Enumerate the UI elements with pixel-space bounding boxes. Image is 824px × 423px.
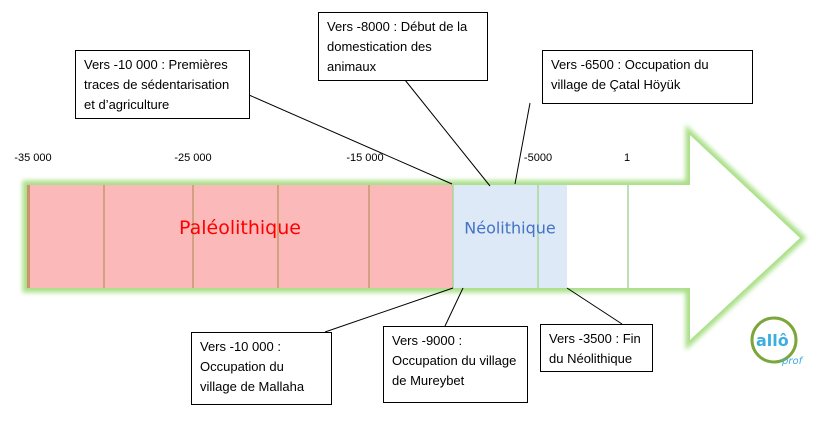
event-box: Vers -9000 : Occupation du village de Mu…: [383, 326, 528, 403]
connector-lines: [248, 79, 623, 333]
tick-label: -25 000: [174, 152, 212, 164]
event-box: Vers -8000 : Début de la domestication d…: [318, 12, 488, 81]
paleolithic-band: [27, 185, 453, 288]
svg-text:prof: prof: [781, 356, 804, 367]
tick-label: 1: [623, 152, 631, 164]
tick-label: -5000: [523, 152, 553, 164]
event-box: Vers -6500 : Occupation du village de Ça…: [542, 50, 753, 104]
tick-label: -15 000: [346, 152, 384, 164]
event-box: Vers -10 000 : Occupation du village de …: [191, 332, 332, 405]
era-label-paleolithic: Paléolithique: [179, 217, 301, 239]
tick-label: -35 000: [14, 152, 52, 164]
event-box: Vers -10 000 : Premières traces de séden…: [75, 50, 250, 119]
neolithic-band: [453, 185, 567, 288]
event-box: Vers -3500 : Fin du Néolithique: [540, 324, 653, 372]
svg-text:allô: allô: [756, 331, 789, 350]
allo-prof-logo: allô prof: [742, 308, 812, 378]
era-label-neolithic: Néolithique: [464, 218, 556, 238]
